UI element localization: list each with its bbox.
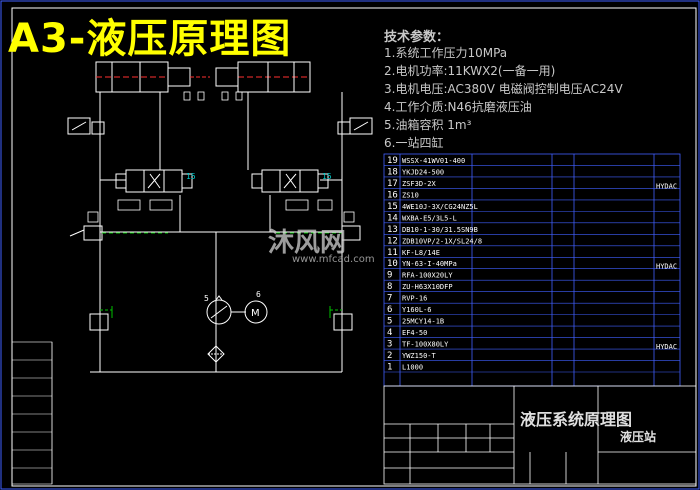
bom-row-code: TF-100X80LY	[402, 341, 449, 349]
bom-row-code: KF-L8/14E	[402, 249, 440, 257]
tech-line-5: 5.油箱容积 1m³	[384, 118, 472, 132]
project-name: 液压站	[620, 430, 657, 444]
cylinder-right	[215, 61, 311, 93]
bom-row-code: Y160L-6	[402, 306, 432, 314]
bom-row-number: 9	[387, 271, 392, 281]
title-block	[383, 385, 697, 485]
callout-motor: 6	[256, 290, 261, 299]
bom-supplier: HYDAC	[656, 343, 677, 351]
bom-row-code: EF4-50	[402, 329, 427, 337]
bom-row-number: 12	[387, 236, 398, 246]
bom-row-number: 15	[387, 202, 398, 212]
bom-row-number: 13	[387, 225, 398, 235]
callout-valve-right: 15	[322, 172, 332, 181]
lower-valve-right	[329, 306, 353, 331]
bom-row-code: RFA-100X20LY	[402, 272, 453, 280]
bom-row-code: RVP-16	[402, 295, 427, 303]
bom-row-code: WSSX-41WV01-400	[402, 157, 465, 165]
bom-row-code: WXBA-E5/3L5-L	[402, 214, 457, 222]
check-valve-right	[337, 117, 373, 135]
watermark-url: www.mfcad.com	[292, 254, 375, 265]
bom-row-code: YN-63-I-40MPa	[402, 260, 457, 268]
bom-row-code: ZS10	[402, 191, 419, 199]
bom-row-code: ZDB10VP/2-1X/SL24/8	[402, 237, 482, 245]
lower-valve-left	[89, 306, 113, 331]
bom-row-number: 2	[387, 351, 392, 361]
bom-row-number: 11	[387, 248, 398, 258]
left-strip	[11, 341, 53, 485]
tech-line-2: 2.电机功率:11KWX2(一备一用)	[384, 64, 556, 78]
callout-valve-left: 15	[186, 172, 196, 181]
bom-row-code: 25MCY14-1B	[402, 318, 444, 326]
tech-line-6: 6.一站四缸	[384, 136, 444, 150]
relief-valve-left	[69, 225, 103, 241]
bom-row-code: ZSF3D-2X	[402, 180, 437, 188]
bom-row-number: 10	[387, 259, 398, 269]
tech-line-1: 1.系统工作压力10MPa	[384, 46, 508, 60]
directional-valve-right	[251, 169, 329, 193]
bom-row-number: 19	[387, 156, 398, 166]
bom-row-number: 4	[387, 328, 392, 338]
bom-row-number: 18	[387, 167, 398, 177]
cylinder-left	[95, 61, 210, 93]
inner-frame	[11, 7, 697, 487]
bom-row-code: 4WE10J-3X/CG24NZ5L	[402, 203, 478, 211]
bom-supplier: HYDAC	[656, 263, 677, 271]
tech-params-heading: 技术参数：	[384, 30, 450, 45]
tech-line-4: 4.工作介质:N46抗磨液压油	[384, 100, 532, 114]
bom-row-code: YKJD24-500	[402, 168, 444, 176]
pump-symbol	[206, 295, 246, 325]
bom-row-number: 3	[387, 340, 392, 350]
bom-row-number: 6	[387, 305, 392, 315]
filter-symbol	[207, 345, 225, 363]
motor-symbol	[244, 300, 268, 324]
tech-line-3: 3.电机电压:AC380V 电磁阀控制电压AC24V	[384, 82, 623, 96]
bom-row-code: L1000	[402, 364, 423, 372]
callout-pump: 5	[204, 294, 209, 303]
watermark-brand: 沐风网	[268, 228, 347, 258]
motor-m-glyph: M	[251, 308, 260, 319]
pipe-lines	[99, 92, 343, 373]
bom-row-code: DB10-1-30/31.5SN9B	[402, 226, 478, 234]
bom-supplier: HYDAC	[656, 182, 677, 190]
bom-row-code: YWZ150-T	[402, 352, 437, 360]
bom-row-number: 5	[387, 317, 392, 327]
drawing-name: 液压系统原理图	[520, 410, 633, 429]
limit-switches	[183, 91, 243, 101]
drawing-title: A3-液压原理图	[8, 16, 292, 62]
bom-row-number: 14	[387, 213, 398, 223]
bom-row-number: 8	[387, 282, 392, 292]
check-valve-left	[67, 117, 105, 135]
sub-valves	[87, 199, 355, 223]
bom-row-number: 16	[387, 190, 398, 200]
directional-valve-left	[115, 169, 193, 193]
bom-row-number: 1	[387, 363, 392, 373]
bom-row-number: 7	[387, 294, 392, 304]
bom-row-number: 17	[387, 179, 398, 189]
bom-row-code: ZU-H63X10DFP	[402, 283, 453, 291]
